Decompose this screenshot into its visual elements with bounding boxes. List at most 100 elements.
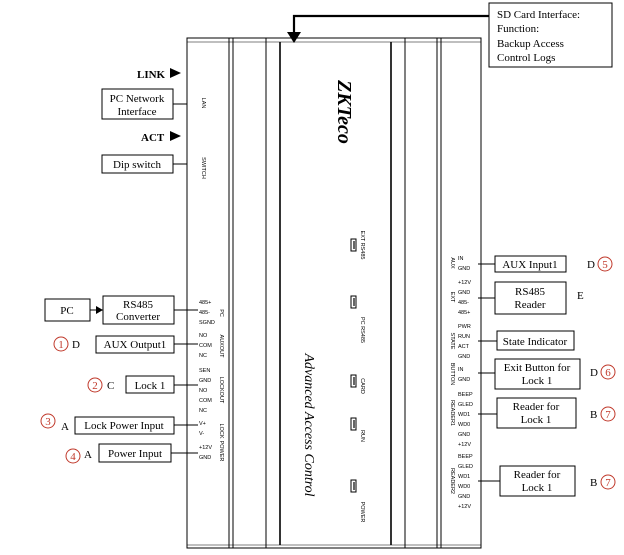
device-title-text: Advanced Access Control [301, 352, 316, 496]
exit-button-marker-number: 6 [605, 367, 611, 379]
lock-power-marker-circle [40, 413, 56, 429]
exit-button-box [494, 358, 581, 390]
sd-card-line-2: Function: [497, 23, 539, 35]
exit-button-line-1: Exit Button for [504, 362, 571, 374]
rs485-reader-marker-letter: E [577, 290, 584, 302]
lockpower-group-label: LOCK [218, 424, 224, 439]
left-terminals: LAN SWITCH 485+ 485- SGND PC NO COM NC A… [199, 98, 224, 462]
reader1-pin-6: +12V [458, 442, 471, 448]
state-pin-4: GND [458, 354, 470, 360]
rs485-reader-line-2: Reader [514, 299, 545, 311]
aux-pin-1: IN [458, 256, 464, 262]
lockpower-pin-1: V+ [199, 421, 206, 427]
power-input-marker-number: 4 [70, 451, 76, 463]
reader2-pin-3: WD1 [458, 474, 470, 480]
act-label: ACT [141, 132, 165, 144]
auxout-pin-3: NC [199, 353, 207, 359]
aux-output-marker-circle [53, 336, 69, 352]
sd-card-connector [287, 14, 489, 43]
act-arrow-icon [170, 131, 181, 141]
aux-input-marker-letter: D [587, 259, 595, 271]
auxout-group-label: AUXOUT [218, 335, 224, 359]
reader1-marker-number: 7 [605, 409, 611, 421]
reader1-marker-circle [600, 406, 616, 422]
power-input-marker-circle [65, 448, 81, 464]
dip-switch-label: Dip switch [113, 159, 161, 171]
led-card: CARD [350, 374, 365, 394]
reader1-pin-1: BEEP [458, 392, 473, 398]
ext-pin-4: 485+ [458, 310, 470, 316]
link-arrow-icon [170, 68, 181, 78]
power-input-label: Power Input [108, 448, 162, 460]
led-ext-rs485: EXT RS485 [350, 231, 365, 259]
led-run-label: RUN [359, 430, 365, 442]
pc-network-line-1: PC Network [110, 93, 165, 105]
power-pin-2: GND [199, 455, 211, 461]
lockpower-pin-2: V- [199, 431, 204, 437]
reader2-box [499, 465, 576, 497]
state-indicator-label: State Indicator [503, 336, 568, 348]
button-group-label: BUTTON [449, 363, 455, 386]
link-label: LINK [137, 69, 166, 81]
switch-label: SWITCH [200, 157, 206, 179]
sd-card-box: SD Card Interface: Function: Backup Acce… [488, 2, 613, 68]
aux-input-box [494, 255, 567, 273]
led-indicators: EXT RS485 PC RS485 CARD RUN POWER [350, 231, 365, 523]
lock-label: Lock 1 [135, 380, 166, 392]
lock-marker-letter: C [107, 380, 114, 392]
button-pin-2: GND [458, 377, 470, 383]
reader2-group-label: READER2 [449, 468, 455, 494]
reader2-pin-4: WD0 [458, 484, 470, 490]
rs485-converter-line-2: Converter [116, 311, 160, 323]
reader2-pin-5: GND [458, 494, 470, 500]
pc-converter-arrow-icon [96, 306, 103, 314]
aux-input-marker-number: 5 [602, 259, 608, 271]
aux-input-marker-circle [597, 256, 613, 272]
reader2-marker-circle [600, 474, 616, 490]
aux-output-label: AUX Output1 [104, 339, 167, 351]
pc-group-label: PC [218, 309, 224, 317]
rs485-reader-line-1: RS485 [515, 286, 545, 298]
led-power-label: POWER [359, 502, 365, 523]
aux-group-label: AUX [449, 257, 455, 269]
reader1-group-label: READER1 [449, 400, 455, 426]
pc-network-line-2: Interface [117, 106, 156, 118]
power-pin-1: +12V [199, 445, 212, 451]
sd-card-arrow-icon [287, 32, 301, 43]
power-group-label: POWER [218, 441, 224, 462]
lockout-group-label: LOCKOUT [218, 377, 224, 404]
reader1-pin-4: WD0 [458, 422, 470, 428]
exit-button-marker-circle [600, 364, 616, 380]
pc-pin-2: 485- [199, 310, 210, 316]
pc-label: PC [60, 305, 73, 317]
lock-pin-4: COM [199, 398, 212, 404]
state-pin-2: RUN [458, 334, 470, 340]
right-callouts: AUX Input1 D 5 RS485 Reader E State Indi… [478, 255, 616, 497]
lan-port-label: LAN [200, 98, 206, 109]
reader2-pin-6: +12V [458, 504, 471, 510]
reader2-line-2: Lock 1 [522, 482, 553, 494]
reader2-marker-letter: B [590, 477, 597, 489]
auxout-pin-2: COM [199, 343, 212, 349]
led-pc-rs485: PC RS485 [350, 295, 365, 343]
led-card-label: CARD [359, 378, 365, 394]
lock-power-label: Lock Power Input [84, 420, 163, 432]
reader1-line-1: Reader for [513, 401, 560, 413]
state-group-label: STATE [449, 333, 455, 350]
lock-pin-3: NO [199, 388, 208, 394]
state-pin-3: ACT [458, 344, 470, 350]
ext-pin-3: 485- [458, 300, 469, 306]
aux-output-marker-letter: D [72, 339, 80, 351]
reader1-box [496, 397, 577, 429]
led-run: RUN [350, 417, 365, 442]
reader2-pin-1: BEEP [458, 454, 473, 460]
auxout-pin-1: NO [199, 333, 208, 339]
lock-power-marker-letter: A [61, 421, 69, 433]
brand-logo: ZKTeco [333, 79, 355, 144]
ext-pin-2: GND [458, 290, 470, 296]
sd-card-line-4: Control Logs [497, 52, 555, 64]
device-title: Advanced Access Control [301, 352, 316, 496]
aux-output-marker-number: 1 [58, 339, 64, 351]
lock-pin-1: SEN [199, 368, 210, 374]
